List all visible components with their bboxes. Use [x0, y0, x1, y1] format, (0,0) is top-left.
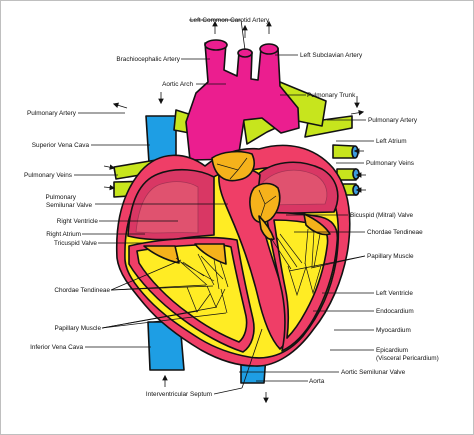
aortic-valve-cusps [258, 189, 277, 220]
brachiocephalic-opening [204, 39, 228, 51]
label-inferior-vena-cava: Inferior Vena Cava [30, 344, 83, 351]
label-left-subclavian-artery: Left Subclavian Artery [300, 52, 363, 59]
label-right-atrium: Right Atrium [46, 231, 81, 238]
mitral-valve-leaflet-left [258, 215, 275, 241]
left-common-carotid-opening [237, 48, 253, 58]
line-papillary-muscle-left-2 [310, 255, 366, 269]
label-interventricular-septum: Interventricular Septum [146, 391, 212, 398]
pulmonary-valve-cusps [216, 157, 248, 180]
tricuspid-valve-leaflet-a [143, 245, 180, 264]
pulmonary-semilunar-valve-shape [211, 150, 255, 182]
label-left-common-carotid-artery: Left Common Carotid Artery [190, 17, 270, 24]
aortic-arch-shape [185, 42, 300, 161]
heart-body [115, 144, 351, 367]
label-pulmonary-veins-right: Pulmonary Veins [366, 160, 414, 167]
label-pulmonary-artery-left: Pulmonary Artery [27, 110, 77, 117]
label-brachiocephalic-artery: Brachiocephalic Artery [116, 56, 180, 63]
left-chordae-tendineae [270, 228, 321, 270]
label-left-ventricle: Left Ventricle [376, 290, 413, 297]
left-subclavian-opening [259, 43, 279, 55]
label-aorta: Aorta [309, 378, 325, 385]
label-papillary-muscle-right: Papillary Muscle [367, 253, 414, 260]
labels: Left Common Carotid Artery Brachiocephal… [24, 17, 439, 398]
label-pulmonary-semilunar-valve-line1: Pulmonary [45, 194, 76, 201]
flow-arrow-left-pulmonary-vein-upper [103, 164, 116, 170]
label-lines [74, 19, 374, 395]
line-interventricular-septum-1 [213, 387, 243, 395]
label-right-ventricle: Right Ventricle [57, 218, 99, 225]
line-papillary-muscle-right-2 [101, 306, 218, 329]
label-pulmonary-veins-left: Pulmonary Veins [24, 172, 72, 179]
label-epicardium-line1: Epicardium [376, 347, 408, 354]
line-interventricular-septum-2 [241, 328, 263, 389]
tricuspid-valve-leaflet-b [194, 243, 227, 265]
mitral-valve-leaflet-right [303, 213, 331, 236]
flow-arrow-right-pulmonary-artery [350, 109, 365, 116]
label-epicardium-line2: (Visceral Pericardium) [376, 355, 439, 362]
line-left-common-carotid-artery-2 [240, 19, 246, 51]
label-bicuspid-mitral-valve: Bicuspid (Mitral) Valve [350, 212, 414, 219]
label-tricuspid-valve: Tricuspid Valve [54, 240, 97, 247]
vena-cava [145, 115, 185, 371]
label-pulmonary-trunk: Pulmonary Trunk [307, 92, 356, 99]
line-chordae-tendineae-left-1 [110, 259, 182, 291]
pulmonary-vein-opening-2 [352, 168, 360, 180]
label-chordae-tendineae-right: Chordae Tendineae [367, 229, 423, 236]
label-chordae-tendineae-left: Chordae Tendineae [54, 287, 110, 294]
label-papillary-muscle-left: Papillary Muscle [54, 325, 101, 332]
pulmonary-vein-opening-1 [351, 145, 359, 159]
line-papillary-muscle-right-3 [101, 312, 227, 329]
label-pulmonary-semilunar-valve-line2: Semilunar Valve [46, 202, 93, 209]
right-pulmonary-vein-upper [332, 144, 355, 159]
line-chordae-tendineae-left-3 [110, 285, 214, 291]
label-endocardium: Endocardium [376, 308, 414, 315]
right-chordae-tendineae [175, 253, 229, 290]
label-left-atrium: Left Atrium [376, 138, 407, 145]
flow-arrow-left-pulmonary-vein-lower [103, 184, 116, 191]
flow-arrow-left-pulmonary-artery [112, 102, 128, 109]
left-papillary-muscles [287, 262, 322, 297]
flow-arrows [103, 20, 366, 404]
label-myocardium: Myocardium [376, 327, 411, 334]
label-pulmonary-artery-right: Pulmonary Artery [368, 117, 418, 124]
label-aortic-arch: Aortic Arch [162, 81, 193, 88]
right-atrium-chamber [135, 181, 199, 234]
label-aortic-semilunar-valve: Aortic Semilunar Valve [341, 369, 406, 376]
label-superior-vena-cava: Superior Vena Cava [32, 142, 90, 149]
